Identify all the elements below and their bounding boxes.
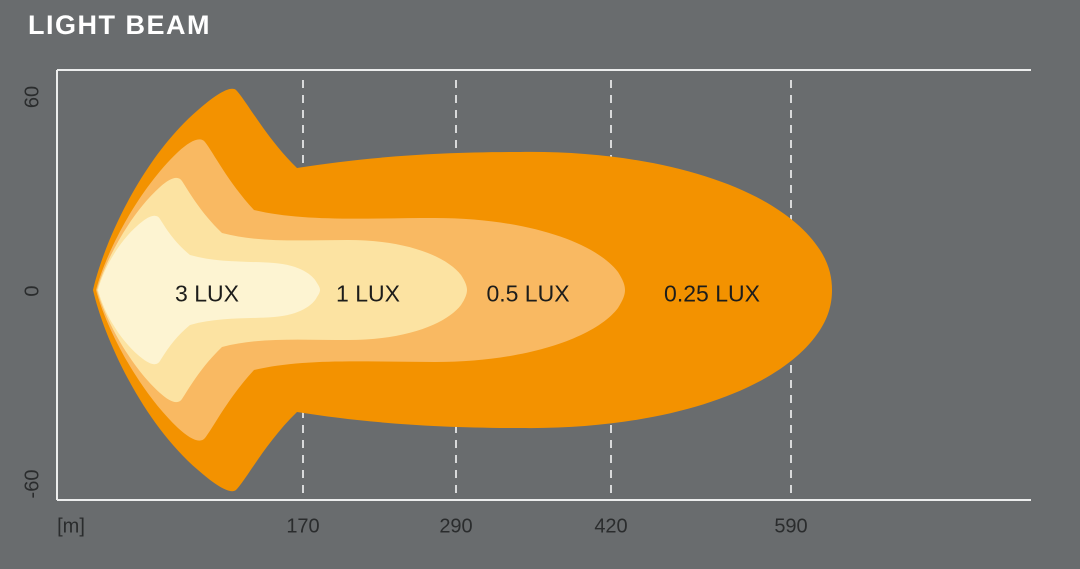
gridlines-group <box>302 80 792 498</box>
y-tick-neg60: -60 <box>21 469 44 499</box>
axes-group <box>56 69 1031 501</box>
y-tick-0: 0 <box>21 285 44 297</box>
page-title: LIGHT BEAM <box>28 10 211 40</box>
y-tick-60: 60 <box>21 85 44 109</box>
x-unit-label: [m] <box>57 515 85 538</box>
x-tick-170: 170 <box>286 515 320 538</box>
x-tick-290: 290 <box>439 515 473 538</box>
beam-zone-3-lux <box>98 215 320 365</box>
x-tick-420: 420 <box>594 515 628 538</box>
zone-label-05-lux: 0.5 LUX <box>486 280 570 307</box>
x-tick-590: 590 <box>774 515 808 538</box>
zone-label-1-lux: 1 LUX <box>336 280 400 307</box>
zone-label-3-lux: 3 LUX <box>175 280 239 307</box>
zone-label-025-lux: 0.25 LUX <box>664 280 760 307</box>
